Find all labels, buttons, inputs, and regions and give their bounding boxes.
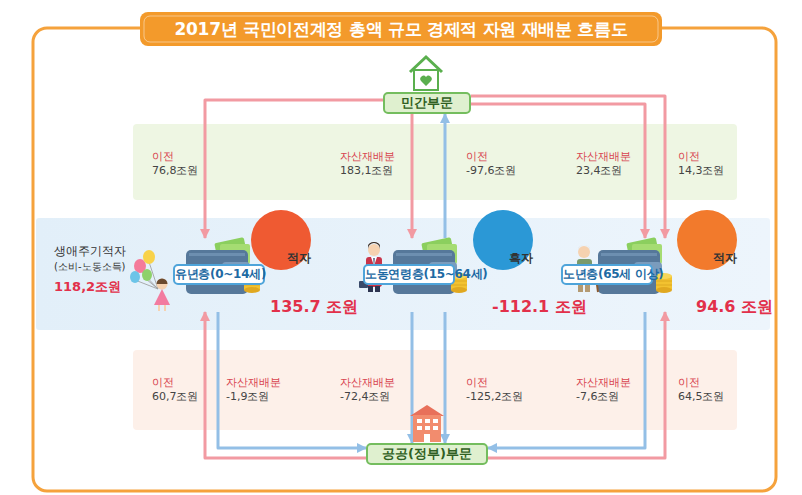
- flow-label: 자산재배분 -1,9조원: [226, 376, 292, 404]
- house-icon: [410, 57, 442, 90]
- flow-label: 자산재배분 -72,4조원: [340, 376, 406, 404]
- building-icon-part: [433, 426, 438, 430]
- age-group-box: 노년층(65세 이상): [561, 238, 675, 312]
- outer-frame: [33, 28, 776, 491]
- sector-box: 공공(정부)부문: [366, 443, 488, 465]
- balance-text: 적자: [679, 252, 771, 264]
- building-icon-part: [425, 426, 430, 430]
- balance-text: -112.1 조원: [492, 298, 550, 315]
- building-icon-part: [425, 419, 430, 423]
- house-icon-part: [414, 70, 438, 90]
- flow-label: 이전 -97,6조원: [466, 150, 532, 178]
- building-icon: [410, 405, 444, 442]
- flow-label: 이전 64,5조원: [678, 376, 744, 404]
- flow-label: 자산재배분 183,1조원: [340, 150, 406, 178]
- building-icon-part: [410, 405, 444, 416]
- balance-text: 적자: [253, 252, 345, 264]
- flow-label: 이전 60,7조원: [152, 376, 218, 404]
- flow-arrow: [488, 312, 645, 448]
- age-group-name: 유년층(0~14세): [173, 264, 265, 285]
- flow-label: 이전 14,3조원: [678, 150, 744, 178]
- house-icon-part: [410, 57, 442, 72]
- age-group-name: 노동연령층(15~64세): [363, 264, 455, 285]
- house-icon-part: [420, 76, 431, 86]
- sector-name: 민간부문: [401, 94, 453, 112]
- flow-label: 자산재배분 23,4조원: [576, 150, 642, 178]
- band-text: 118,2조원: [54, 278, 121, 296]
- flow-arrow: [444, 312, 447, 443]
- building-icon-part: [417, 426, 422, 430]
- building-icon-part: [413, 415, 441, 442]
- public-flow-band: [133, 350, 737, 430]
- building-icon-part: [433, 419, 438, 423]
- band-text: 생애주기적자 (소비-노동소득): [54, 244, 146, 274]
- balance-text: 135.7 조원: [270, 298, 328, 315]
- age-group-name: 노년층(65세 이상): [561, 264, 653, 285]
- diagram-title: 2017년 국민이전계정 총액 규모 경제적 자원 재배분 흐름도: [140, 12, 662, 46]
- lifecycle-band: 생애주기적자 (소비-노동소득)118,2조원유년층(0~14세)적자135.7…: [36, 218, 770, 330]
- balance-circle: 흑자-112.1 조원: [472, 209, 534, 271]
- flow-label: 자산재배분 -7,6조원: [576, 376, 642, 404]
- balance-text: 94.6 조원: [696, 298, 754, 315]
- private-flow-band: [133, 124, 737, 200]
- sector-name: 공공(정부)부문: [382, 445, 472, 463]
- flow-arrow: [411, 312, 414, 443]
- title-tab: [140, 12, 662, 46]
- sector-box: 민간부문: [383, 92, 471, 114]
- balance-text: 흑자: [475, 252, 567, 264]
- balance-circle: 적자135.7 조원: [250, 209, 312, 271]
- flow-arrow: [488, 312, 665, 458]
- flow-label: 이전 -125,2조원: [466, 376, 532, 404]
- flow-label: 이전 76,8조원: [152, 150, 218, 178]
- balance-circle: 적자94.6 조원: [676, 209, 738, 271]
- building-icon-part: [417, 419, 422, 423]
- building-icon-part: [424, 434, 430, 442]
